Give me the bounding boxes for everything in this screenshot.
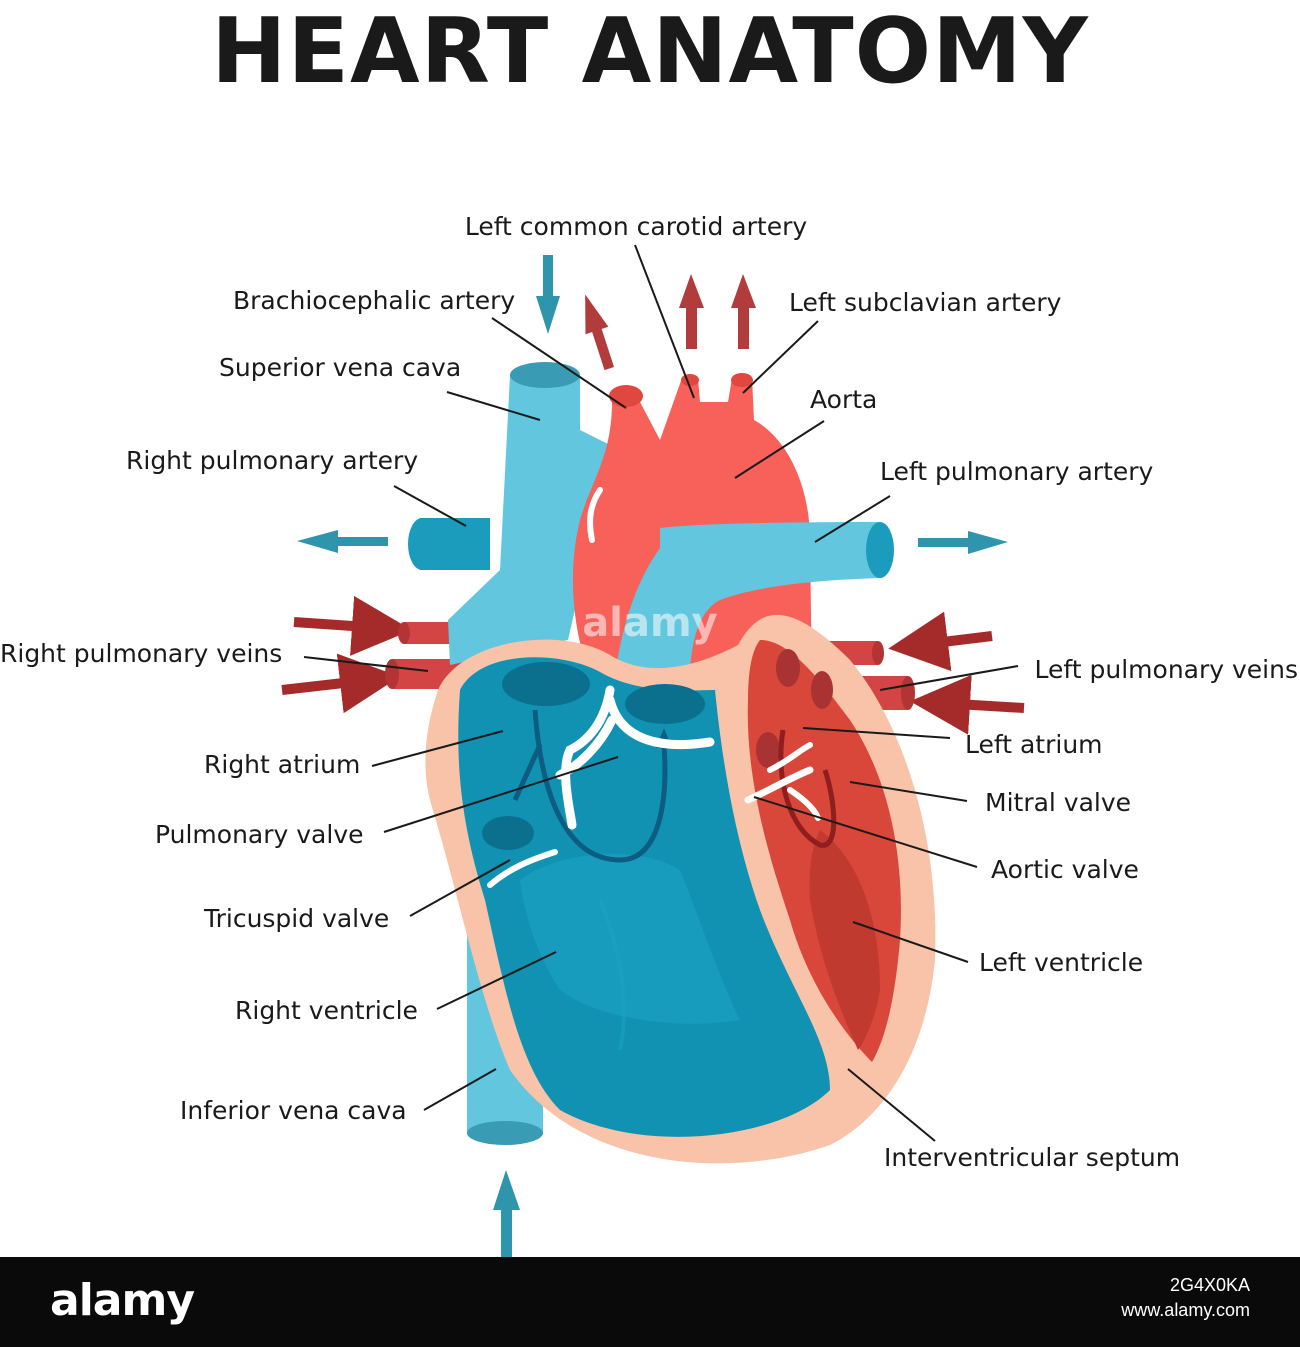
heart (425, 614, 936, 1164)
label-interventricular-septum: Interventricular septum (884, 1143, 1180, 1172)
leader-right-pulmonary-veins (303, 656, 429, 672)
right-pulmonary-artery (408, 518, 490, 570)
page-title: HEART ANATOMY (211, 0, 1089, 104)
leader-right-pulmonary-artery (393, 485, 467, 527)
footer-image-id: 2G4X0KA (1169, 1275, 1250, 1295)
right-atrium-opening (502, 662, 590, 706)
left-flow-arrow (778, 729, 837, 848)
footer-site: www.alamy.com (1121, 1300, 1250, 1320)
aortic-outflow-arrows (585, 274, 756, 371)
label-left-subclavian-artery: Left subclavian artery (789, 288, 1062, 317)
leader-left-common-carotid-artery (634, 244, 695, 399)
tricuspid-valve-leaflets (487, 849, 558, 888)
label-aortic-valve: Aortic valve (991, 855, 1139, 884)
leader-inferior-vena-cava (423, 1068, 497, 1111)
right-flow-arrow (512, 709, 668, 863)
label-superior-vena-cava: Superior vena cava (219, 353, 461, 382)
svc-inflow-arrow (536, 255, 560, 334)
label-right-ventricle: Right ventricle (235, 996, 418, 1025)
labels: Left common carotid artery Brachiocephal… (0, 212, 1298, 1172)
pulmonary-valve-leaflets (555, 685, 715, 830)
leader-left-ventricle (852, 921, 969, 963)
leader-lines (303, 244, 1019, 1142)
left-ventricle-highlight (809, 830, 880, 1050)
leader-aorta (734, 420, 825, 479)
leader-left-pulmonary-veins (879, 665, 1019, 691)
label-right-pulmonary-artery: Right pulmonary artery (126, 446, 418, 475)
pulmonary-vein-inflow-arrows (281, 596, 1025, 735)
pulmonary-trunk (612, 522, 894, 690)
footer-bar: alamy 2G4X0KA www.alamy.com (0, 1257, 1300, 1347)
leader-brachiocephalic-artery (491, 317, 627, 409)
leader-right-atrium (371, 730, 504, 767)
leader-left-subclavian-artery (742, 320, 819, 394)
leader-left-pulmonary-artery (814, 495, 891, 543)
leader-mitral-valve (849, 781, 968, 802)
leader-tricuspid-valve (409, 859, 511, 917)
label-brachiocephalic-artery: Brachiocephalic artery (233, 286, 515, 315)
left-pulmonary-vein-opening-1 (776, 649, 800, 687)
left-atrium-opening (756, 732, 780, 768)
footer-logo: alamy (50, 1275, 195, 1326)
heart-diagram: alamy Left common carotid artery Brachio… (0, 212, 1298, 1257)
tricuspid-opening (482, 816, 534, 850)
label-left-common-carotid-artery: Left common carotid artery (465, 212, 808, 241)
right-ventricle-highlight (520, 853, 740, 1024)
ivc-inflow-arrow (493, 1170, 520, 1257)
label-left-pulmonary-artery: Left pulmonary artery (880, 457, 1154, 486)
leader-left-atrium (802, 727, 951, 739)
leader-superior-vena-cava (446, 391, 541, 421)
leader-right-ventricle (436, 951, 557, 1010)
label-right-pulmonary-veins: Right pulmonary veins (0, 639, 282, 668)
watermark: alamy (582, 600, 717, 646)
leader-aortic-valve (753, 796, 978, 868)
pulmonary-valve-opening (625, 684, 705, 724)
leader-pulmonary-valve (383, 756, 619, 833)
superior-vena-cava (448, 362, 612, 665)
septum-highlight (598, 899, 626, 1051)
label-aorta: Aorta (810, 385, 877, 414)
leader-interventricular-septum (847, 1068, 936, 1142)
label-mitral-valve: Mitral valve (985, 788, 1131, 817)
left-pulmonary-vein-opening-2 (811, 671, 833, 709)
label-left-ventricle: Left ventricle (979, 948, 1143, 977)
label-left-pulmonary-veins: Left pulmonary veins (1035, 655, 1298, 684)
label-tricuspid-valve: Tricuspid valve (203, 904, 389, 933)
label-right-atrium: Right atrium (204, 750, 360, 779)
label-left-atrium: Left atrium (965, 730, 1103, 759)
footer-image-info: 2G4X0KA www.alamy.com (1110, 1273, 1250, 1323)
pulmonary-artery-outflow-arrows (297, 530, 1008, 554)
label-inferior-vena-cava: Inferior vena cava (180, 1096, 407, 1125)
label-pulmonary-valve: Pulmonary valve (155, 820, 364, 849)
